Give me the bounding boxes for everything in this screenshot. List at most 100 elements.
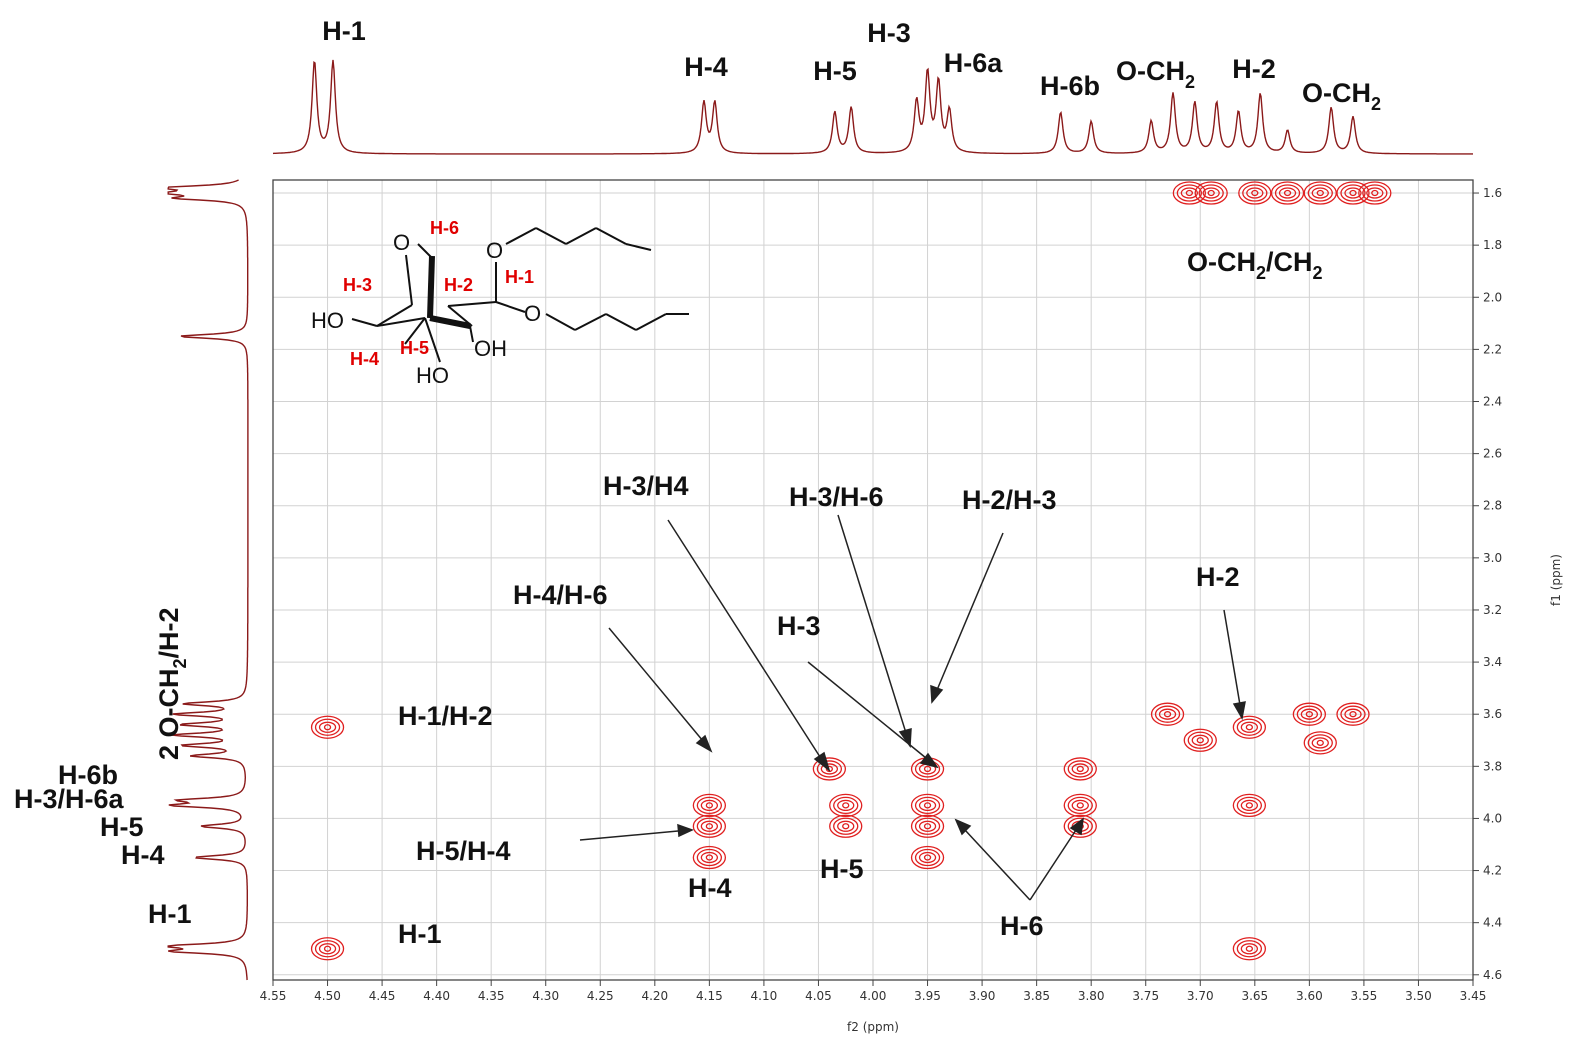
x-tick-label: 4.15 (696, 989, 723, 1003)
annot-h2-h3: H-2/H-3 (962, 485, 1057, 515)
contour-ring (318, 943, 337, 955)
contour-ring (1296, 705, 1323, 723)
contour-ring (323, 945, 332, 952)
contour-ring (1207, 189, 1215, 197)
contour-ring (1300, 708, 1319, 720)
cross-peak (1270, 181, 1305, 205)
y-tick-label: 4.4 (1483, 916, 1502, 930)
cross-peak (1194, 181, 1228, 205)
arrow-h3-shaft (807, 661, 927, 759)
cross-peak (1063, 757, 1097, 781)
top-label-och2-a-sub: 2 (1185, 72, 1195, 92)
contour-ring (700, 799, 719, 812)
arrow-h3-h4-head (813, 751, 831, 773)
contour-ring (1158, 708, 1177, 720)
contour-ring (1185, 189, 1194, 197)
y-tick-label: 1.6 (1483, 186, 1502, 200)
x-tick-label: 4.50 (314, 989, 341, 1003)
arrow-h5-h4-shaft (579, 830, 679, 841)
arrow-h6-right-shaft (1029, 829, 1077, 901)
contour-ring (1176, 184, 1203, 202)
structure-label-h2: H-2 (444, 275, 473, 295)
bond (635, 313, 667, 331)
contour-ring (1194, 181, 1228, 205)
contour-ring (1076, 765, 1084, 773)
contour-ring (1063, 814, 1097, 838)
bond (351, 318, 378, 327)
contour-ring (700, 820, 719, 832)
arrow-h2-h3-shaft (936, 532, 1004, 691)
contour-ring (1278, 187, 1297, 199)
arrow-h3-h4-shaft (667, 519, 823, 761)
contour-ring (1187, 731, 1213, 749)
annot-h3-h4: H-3/H4 (603, 471, 689, 501)
bond (595, 227, 627, 245)
contour-ring (918, 820, 937, 832)
cross-peak (910, 845, 945, 870)
cross-peak (310, 937, 345, 961)
x-tick-label: 4.35 (478, 989, 505, 1003)
contour-ring (314, 718, 341, 736)
top-label-h4: H-4 (684, 52, 728, 82)
y-tick-label: 2.6 (1483, 447, 1502, 461)
y-tick-label: 3.0 (1483, 551, 1502, 565)
contour-ring (842, 802, 850, 809)
cross-peak (692, 814, 727, 838)
contour-ring (1242, 184, 1268, 202)
arrow-h4-h6-head (695, 734, 713, 753)
y-tick-label: 2.0 (1483, 290, 1502, 304)
contour-ring (1283, 189, 1292, 197)
contour-ring (1336, 702, 1370, 726)
top-label-och2-a-main: O-CH (1116, 56, 1185, 86)
contour-ring (812, 757, 847, 781)
bond (545, 313, 576, 331)
x-tick-label: 4.45 (369, 989, 396, 1003)
x-tick-label: 3.80 (1078, 989, 1105, 1003)
contour-ring (1191, 734, 1209, 746)
bond (565, 227, 597, 245)
contour-ring (1340, 705, 1366, 723)
cross-peak (1303, 181, 1337, 205)
contour-ring (310, 937, 345, 961)
contour-ring (1240, 799, 1259, 812)
cross-peak (812, 757, 847, 781)
contour-ring (1196, 737, 1204, 744)
x-tick-label: 4.10 (751, 989, 778, 1003)
top-label-och2-b-main: O-CH (1302, 78, 1371, 108)
x-tick-label: 4.20 (641, 989, 668, 1003)
contour-ring (1172, 181, 1207, 205)
x-tick-label: 3.60 (1296, 989, 1323, 1003)
contour-ring (705, 823, 714, 830)
contour-ring (692, 793, 727, 818)
y-tick-label: 4.2 (1483, 864, 1502, 878)
x-tick-label: 3.45 (1460, 989, 1487, 1003)
contour-ring (1246, 187, 1264, 199)
contour-ring (692, 845, 727, 870)
contour-ring (1232, 937, 1267, 961)
x-tick-label: 3.70 (1187, 989, 1214, 1003)
y-axis: 1.61.82.02.22.42.62.83.03.23.43.63.84.04… (1473, 186, 1502, 982)
contour-ring (1071, 763, 1089, 775)
contour-ring (1270, 181, 1305, 205)
bond-bold (427, 255, 435, 319)
cross-peak (692, 845, 727, 870)
bond (447, 305, 473, 327)
contour-ring (1067, 796, 1093, 815)
left-label-och2-sub: 2 (170, 658, 190, 668)
contour-ring (1292, 702, 1327, 726)
contour-ring (1349, 711, 1357, 718)
x-tick-label: 4.55 (260, 989, 287, 1003)
contour-ring (705, 802, 714, 809)
left-label-h3-h6a: H-3/H-6a (14, 784, 125, 814)
top-label-och2-b: O-CH2 (1302, 78, 1381, 114)
bond (376, 317, 426, 327)
contour-ring (918, 799, 937, 812)
y-axis-title: f1 (ppm) (1549, 554, 1563, 606)
left-label-och2-h2: 2 O-CH2/H-2 (154, 607, 190, 760)
contour-ring (910, 814, 945, 838)
arrow-h3-h6-head (898, 728, 912, 749)
x-tick-label: 3.65 (1241, 989, 1268, 1003)
bond (574, 313, 607, 331)
